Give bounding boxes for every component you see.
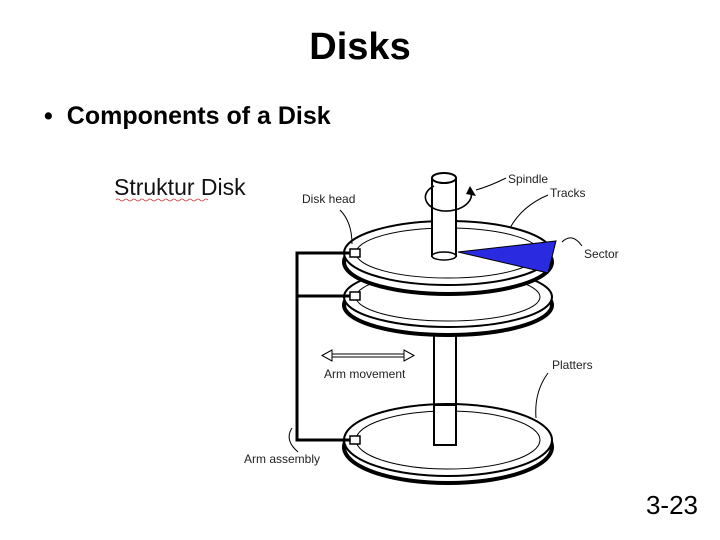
- diagram-header: Struktur Disk: [114, 174, 246, 200]
- label-disk-head: Disk head: [302, 192, 355, 206]
- slide-title: Disks: [309, 26, 411, 68]
- sector-wedge: [457, 240, 557, 274]
- disk-heads: [349, 248, 361, 445]
- spindle-hub-bottom: [433, 404, 457, 446]
- arm-assembly: [295, 251, 352, 442]
- bullet-item: • Components of a Disk: [44, 102, 331, 131]
- label-sector: Sector: [584, 247, 619, 261]
- spindle: [431, 172, 457, 261]
- bullet-dot: •: [44, 102, 53, 130]
- label-platters: Platters: [552, 358, 593, 372]
- label-spindle: Spindle: [508, 172, 548, 186]
- spindle-rotation-arrowhead: [466, 186, 476, 196]
- arm-movement-arrow: [320, 349, 416, 362]
- label-arm-assembly: Arm assembly: [244, 452, 320, 466]
- label-tracks: Tracks: [550, 186, 586, 200]
- leader-lines: [288, 177, 583, 453]
- label-arm-movement: Arm movement: [324, 367, 406, 381]
- spellcheck-underline: [115, 198, 209, 202]
- bullet-text: Components of a Disk: [66, 102, 331, 130]
- spindle-rotation-arrow: [424, 185, 473, 212]
- page-number: 3-23: [645, 490, 698, 520]
